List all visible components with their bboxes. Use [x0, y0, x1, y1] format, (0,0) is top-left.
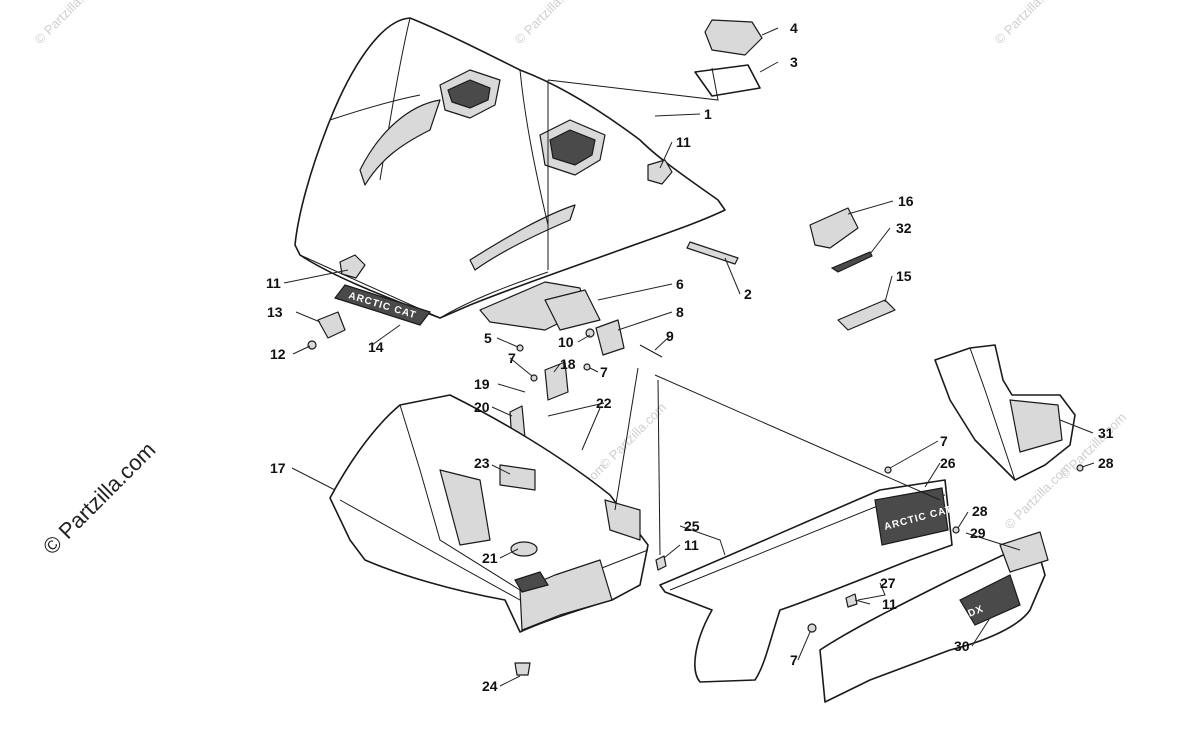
- callout-5: 5: [484, 330, 492, 346]
- callout-labels: 4 3 1 11 16 32 2 15 11 13 6 8 12 14 5 10…: [266, 20, 1114, 694]
- bracket-part-13: [317, 311, 346, 339]
- clip-part-11c: [655, 555, 667, 571]
- callout-28-guard: 28: [1098, 455, 1114, 471]
- callout-8: 8: [676, 304, 684, 320]
- callout-27: 27: [880, 575, 896, 591]
- callout-22: 22: [596, 395, 612, 411]
- drain-plug-part-24: [514, 662, 531, 676]
- fastener-part-28b: [952, 526, 960, 534]
- callout-9: 9: [666, 328, 674, 344]
- latch-part-16: [809, 207, 859, 249]
- callout-11-hood-right: 11: [676, 134, 691, 150]
- fastener-part-7d: [807, 623, 817, 633]
- callout-18: 18: [560, 356, 576, 372]
- callout-7-mid: 7: [600, 364, 608, 380]
- fastener-part-7b: [583, 363, 591, 371]
- callout-25: 25: [684, 518, 700, 534]
- callout-13: 13: [267, 304, 283, 320]
- callout-3: 3: [790, 54, 798, 70]
- clip-part-11d: [845, 593, 858, 608]
- callout-14: 14: [368, 339, 384, 355]
- reference-line-5: [657, 379, 661, 556]
- fastener-part-7c: [884, 466, 892, 474]
- nut-part-10: [585, 328, 595, 338]
- callout-10: 10: [558, 334, 574, 350]
- leader-lines: [283, 27, 1095, 687]
- callout-7-fender: 7: [790, 652, 798, 668]
- fastener-part-28a: [1076, 464, 1084, 472]
- strap-part-2: [686, 241, 739, 265]
- fastener-part-7a: [530, 374, 538, 382]
- callout-29: 29: [970, 525, 986, 541]
- watermark-small-group: © Partzilla.com © Partzilla.com © Partzi…: [32, 0, 1130, 532]
- vent-seal-part-3: [694, 64, 761, 97]
- pin-part-9: [639, 344, 663, 358]
- side-panel-part: ARCTIC CAT: [659, 479, 954, 683]
- callout-4: 4: [790, 20, 798, 36]
- watermark-small-3: © Partzilla.com: [992, 0, 1065, 47]
- callout-6: 6: [676, 276, 684, 292]
- reference-line-4: [581, 367, 639, 511]
- callout-15: 15: [896, 268, 912, 284]
- hood-part: ARCTIC CAT: [294, 17, 726, 331]
- callout-24: 24: [482, 678, 498, 694]
- watermark-main: © Partzilla.com: [38, 437, 161, 560]
- callout-16: 16: [898, 193, 914, 209]
- callout-7-upper: 7: [508, 350, 516, 366]
- callout-30: 30: [954, 638, 970, 654]
- screw-part-12: [307, 340, 317, 350]
- callout-12: 12: [270, 346, 286, 362]
- key-part-32: [830, 251, 873, 273]
- callout-2: 2: [744, 286, 752, 302]
- reference-line-3: [654, 374, 941, 501]
- callout-7-panel: 7: [940, 433, 948, 449]
- bracket-part-6: [544, 289, 601, 331]
- bracket-part-18: [544, 361, 569, 401]
- callout-32: 32: [896, 220, 912, 236]
- watermark-small-1: © Partzilla.com: [32, 0, 105, 47]
- front-fender-part: HDX: [819, 531, 1049, 703]
- callout-20: 20: [474, 399, 490, 415]
- callout-11-hood-left: 11: [266, 275, 281, 291]
- callout-19: 19: [474, 376, 490, 392]
- callout-11-bin: 11: [684, 537, 699, 553]
- screw-part-5: [516, 344, 524, 352]
- callout-17: 17: [270, 460, 286, 476]
- callout-23: 23: [474, 455, 490, 471]
- callout-26: 26: [940, 455, 956, 471]
- callout-11-fender: 11: [882, 596, 897, 612]
- callout-1: 1: [704, 106, 712, 122]
- reference-line-1: [547, 67, 719, 101]
- watermark-small-2: © Partzilla.com: [512, 0, 585, 47]
- pad-part-15: [837, 299, 896, 331]
- callout-28-panel: 28: [972, 503, 988, 519]
- side-guard-part: [934, 344, 1076, 481]
- hinge-part-8: [595, 319, 625, 356]
- vent-part-4: [704, 19, 763, 56]
- storage-bin-part: [329, 394, 649, 633]
- callout-21: 21: [482, 550, 498, 566]
- callout-31: 31: [1098, 425, 1114, 441]
